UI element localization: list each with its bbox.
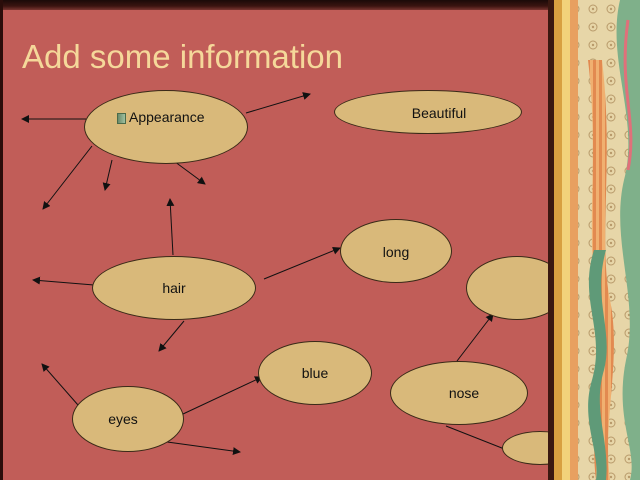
arrow-hair-to-long	[263, 246, 341, 280]
arrow-appearance-downleft	[42, 145, 93, 210]
oval-eyes-label: eyes	[108, 411, 138, 427]
arrow-eyes-downright	[159, 440, 241, 456]
arrow-nose-up	[456, 313, 494, 362]
oval-hair-label: hair	[162, 280, 186, 296]
arrow-eyes-to-blue	[182, 376, 263, 415]
arrow-eyes-upleft	[41, 363, 79, 406]
arrow-nose-downright	[445, 425, 513, 454]
oval-long-label: long	[382, 244, 410, 260]
arrow-appearance-upright	[245, 92, 311, 114]
arrow-hair-down	[158, 320, 185, 352]
top-border	[0, 0, 560, 10]
oval-hair: hair	[92, 256, 256, 320]
oval-beautiful-label: Beautiful	[411, 105, 467, 121]
connector-arrows	[21, 92, 513, 456]
oval-nose: nose	[390, 361, 528, 425]
arrow-hair-up	[166, 198, 175, 256]
left-border	[0, 0, 3, 480]
oval-beautiful: Beautiful	[334, 90, 522, 134]
oval-blue: blue	[258, 341, 372, 405]
oval-blue-label: blue	[301, 365, 329, 381]
slide-title: Add some information	[22, 38, 343, 75]
oval-nose-label: nose	[448, 385, 480, 401]
arrow-appearance-down	[102, 159, 113, 191]
oval-long: long	[340, 219, 452, 283]
oval-appearance-label: Appearance	[129, 109, 205, 125]
oval-appearance: Appearance	[84, 90, 248, 164]
arrow-hair-left	[32, 276, 95, 286]
bullet-icon	[117, 112, 126, 124]
decorative-border-pattern	[548, 0, 640, 480]
oval-eyes: eyes	[72, 386, 184, 452]
